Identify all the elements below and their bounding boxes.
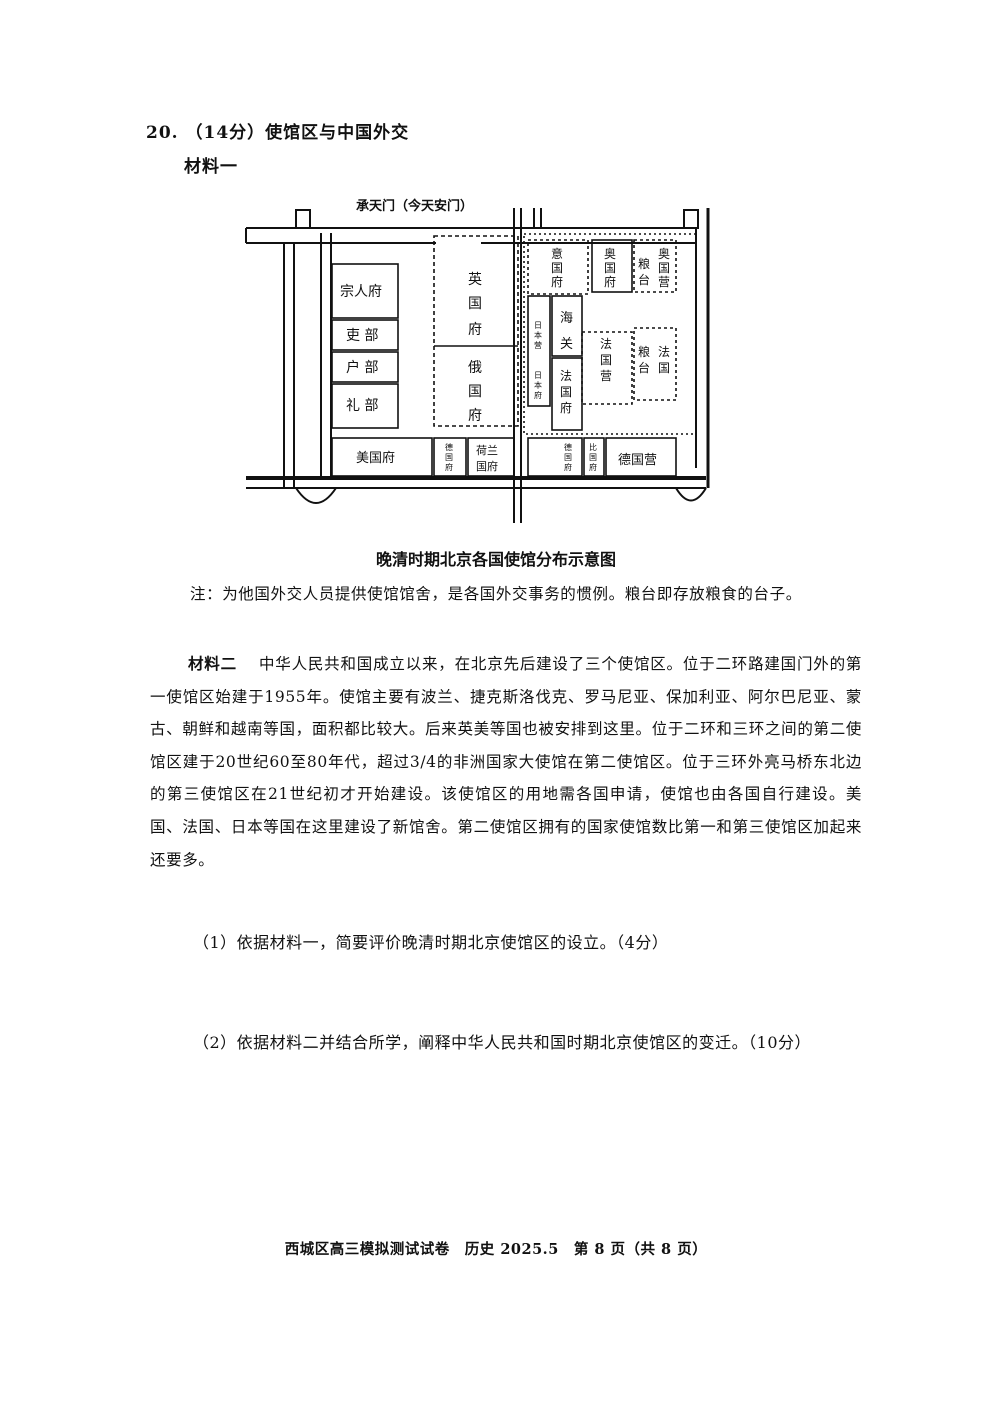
material1-label: 材料一 bbox=[184, 157, 238, 177]
question-number: 20. bbox=[146, 123, 179, 143]
map-label-fagouying-2: 国 bbox=[600, 353, 612, 367]
map-label-faguofu-1: 法 bbox=[560, 369, 572, 383]
map-label-ribenying-2: 本 bbox=[534, 330, 542, 340]
question-title: 20. （14分）使馆区与中国外交 bbox=[146, 118, 409, 143]
map-label-ribenfu-1: 日 bbox=[534, 371, 542, 380]
map-label-deguofu-bottom-3: 府 bbox=[564, 462, 572, 472]
map-label-faguofu-3: 府 bbox=[560, 400, 572, 415]
page-footer: 西城区高三模拟测试试卷 历史 2025.5 第 8 页（共 8 页） bbox=[284, 1241, 708, 1258]
map-label-liangtai2-1: 粮 bbox=[638, 344, 650, 359]
map-label-zongrenfu: 宗人府 bbox=[340, 284, 382, 300]
map-label-deguoying: 德国营 bbox=[618, 453, 657, 468]
map-label-yiguofu-2: 国 bbox=[551, 261, 563, 275]
map-label-deguofu-small-2: 国 bbox=[445, 453, 453, 462]
map-label-deguofu-bottom-2: 国 bbox=[564, 453, 572, 462]
map-label-aoguoying-2: 国 bbox=[658, 261, 670, 275]
map-label-yiguofu-3: 府 bbox=[551, 274, 563, 289]
map-label-ribenfu-2: 本 bbox=[534, 380, 542, 390]
map-label-haiguan-1: 海 bbox=[560, 311, 573, 326]
map-top-label: 承天门（今天安门） bbox=[356, 198, 473, 214]
map-label-libu1: 吏 部 bbox=[346, 328, 378, 344]
map-label-hubu: 户 部 bbox=[346, 359, 378, 376]
map-label-yingguofu-3: 府 bbox=[468, 322, 482, 338]
map-label-yiguofu-1: 意 bbox=[551, 246, 563, 261]
map-label-haiguan-2: 关 bbox=[560, 337, 573, 352]
map-label-faguo-2: 国 bbox=[658, 361, 670, 375]
map-label-aoguofu-2: 国 bbox=[604, 261, 616, 275]
map-label-fagouying-1: 法 bbox=[600, 337, 612, 351]
map-label-eguofu-3: 府 bbox=[468, 408, 482, 424]
map-label-helanfu-1: 荷兰 bbox=[476, 444, 498, 457]
map-caption: 晚清时期北京各国使馆分布示意图 bbox=[375, 550, 616, 569]
map-label-liangtai1-2: 台 bbox=[638, 272, 650, 287]
map-label-aoguofu-3: 府 bbox=[604, 274, 616, 289]
map-label-meiguofu: 美国府 bbox=[356, 451, 395, 466]
map-label-aoguofu-1: 奥 bbox=[604, 247, 616, 261]
map-label-eguofu-2: 国 bbox=[468, 384, 482, 400]
sub-question-1: （1）依据材料一，简要评价晚清时期北京使馆区的设立。（4分） bbox=[193, 933, 669, 952]
material2-text: 中华人民共和国成立以来，在北京先后建设了三个使馆区。位于二环路建国门外的第一使馆… bbox=[150, 655, 862, 869]
material2-paragraph: 材料二 中华人民共和国成立以来，在北京先后建设了三个使馆区。位于二环路建国门外的… bbox=[150, 648, 862, 876]
material2-label: 材料二 bbox=[188, 654, 237, 673]
map-label-faguo-1: 法 bbox=[658, 345, 670, 359]
map-label-faguofu-2: 国 bbox=[560, 385, 572, 399]
map-label-aoguoying-1: 奥 bbox=[658, 247, 670, 261]
map-label-helanfu-2: 国府 bbox=[476, 459, 498, 473]
question-heading: （14分）使馆区与中国外交 bbox=[185, 123, 410, 143]
map-label-ribenfu-3: 府 bbox=[534, 390, 542, 400]
map-label-libu2: 礼 部 bbox=[346, 398, 378, 414]
map-label-ribenying-3: 营 bbox=[534, 340, 542, 350]
legation-map: 承天门（今天安门） 宗人府 吏 部 户 部 礼 部 英 国 府 俄 国 府 意 … bbox=[245, 198, 710, 523]
map-label-deguofu-small-1: 德 bbox=[445, 442, 453, 452]
map-label-aoguoying-3: 营 bbox=[658, 275, 670, 289]
map-label-deguofu-small-3: 府 bbox=[445, 462, 453, 472]
map-label-eguofu-1: 俄 bbox=[468, 360, 482, 376]
map-label-yingguofu-1: 英 bbox=[468, 271, 482, 288]
map-label-liangtai1-1: 粮 bbox=[638, 256, 650, 271]
map-label-biguofu-1: 比 bbox=[589, 442, 597, 452]
map-label-yingguofu-2: 国 bbox=[468, 296, 482, 312]
map-label-biguofu-2: 国 bbox=[589, 453, 597, 462]
map-label-ribenying-1: 日 bbox=[534, 321, 542, 330]
map-label-biguofu-3: 府 bbox=[589, 462, 597, 472]
map-note: 注：为他国外交人员提供使馆馆舍，是各国外交事务的惯例。粮台即存放粮食的台子。 bbox=[190, 585, 802, 603]
sub-question-2: （2）依据材料二并结合所学，阐释中华人民共和国时期北京使馆区的变迁。（10分） bbox=[193, 1033, 812, 1052]
map-label-deguofu-bottom-1: 德 bbox=[564, 442, 572, 452]
map-label-liangtai2-2: 台 bbox=[638, 360, 650, 375]
map-label-fagouying-3: 营 bbox=[600, 369, 612, 383]
